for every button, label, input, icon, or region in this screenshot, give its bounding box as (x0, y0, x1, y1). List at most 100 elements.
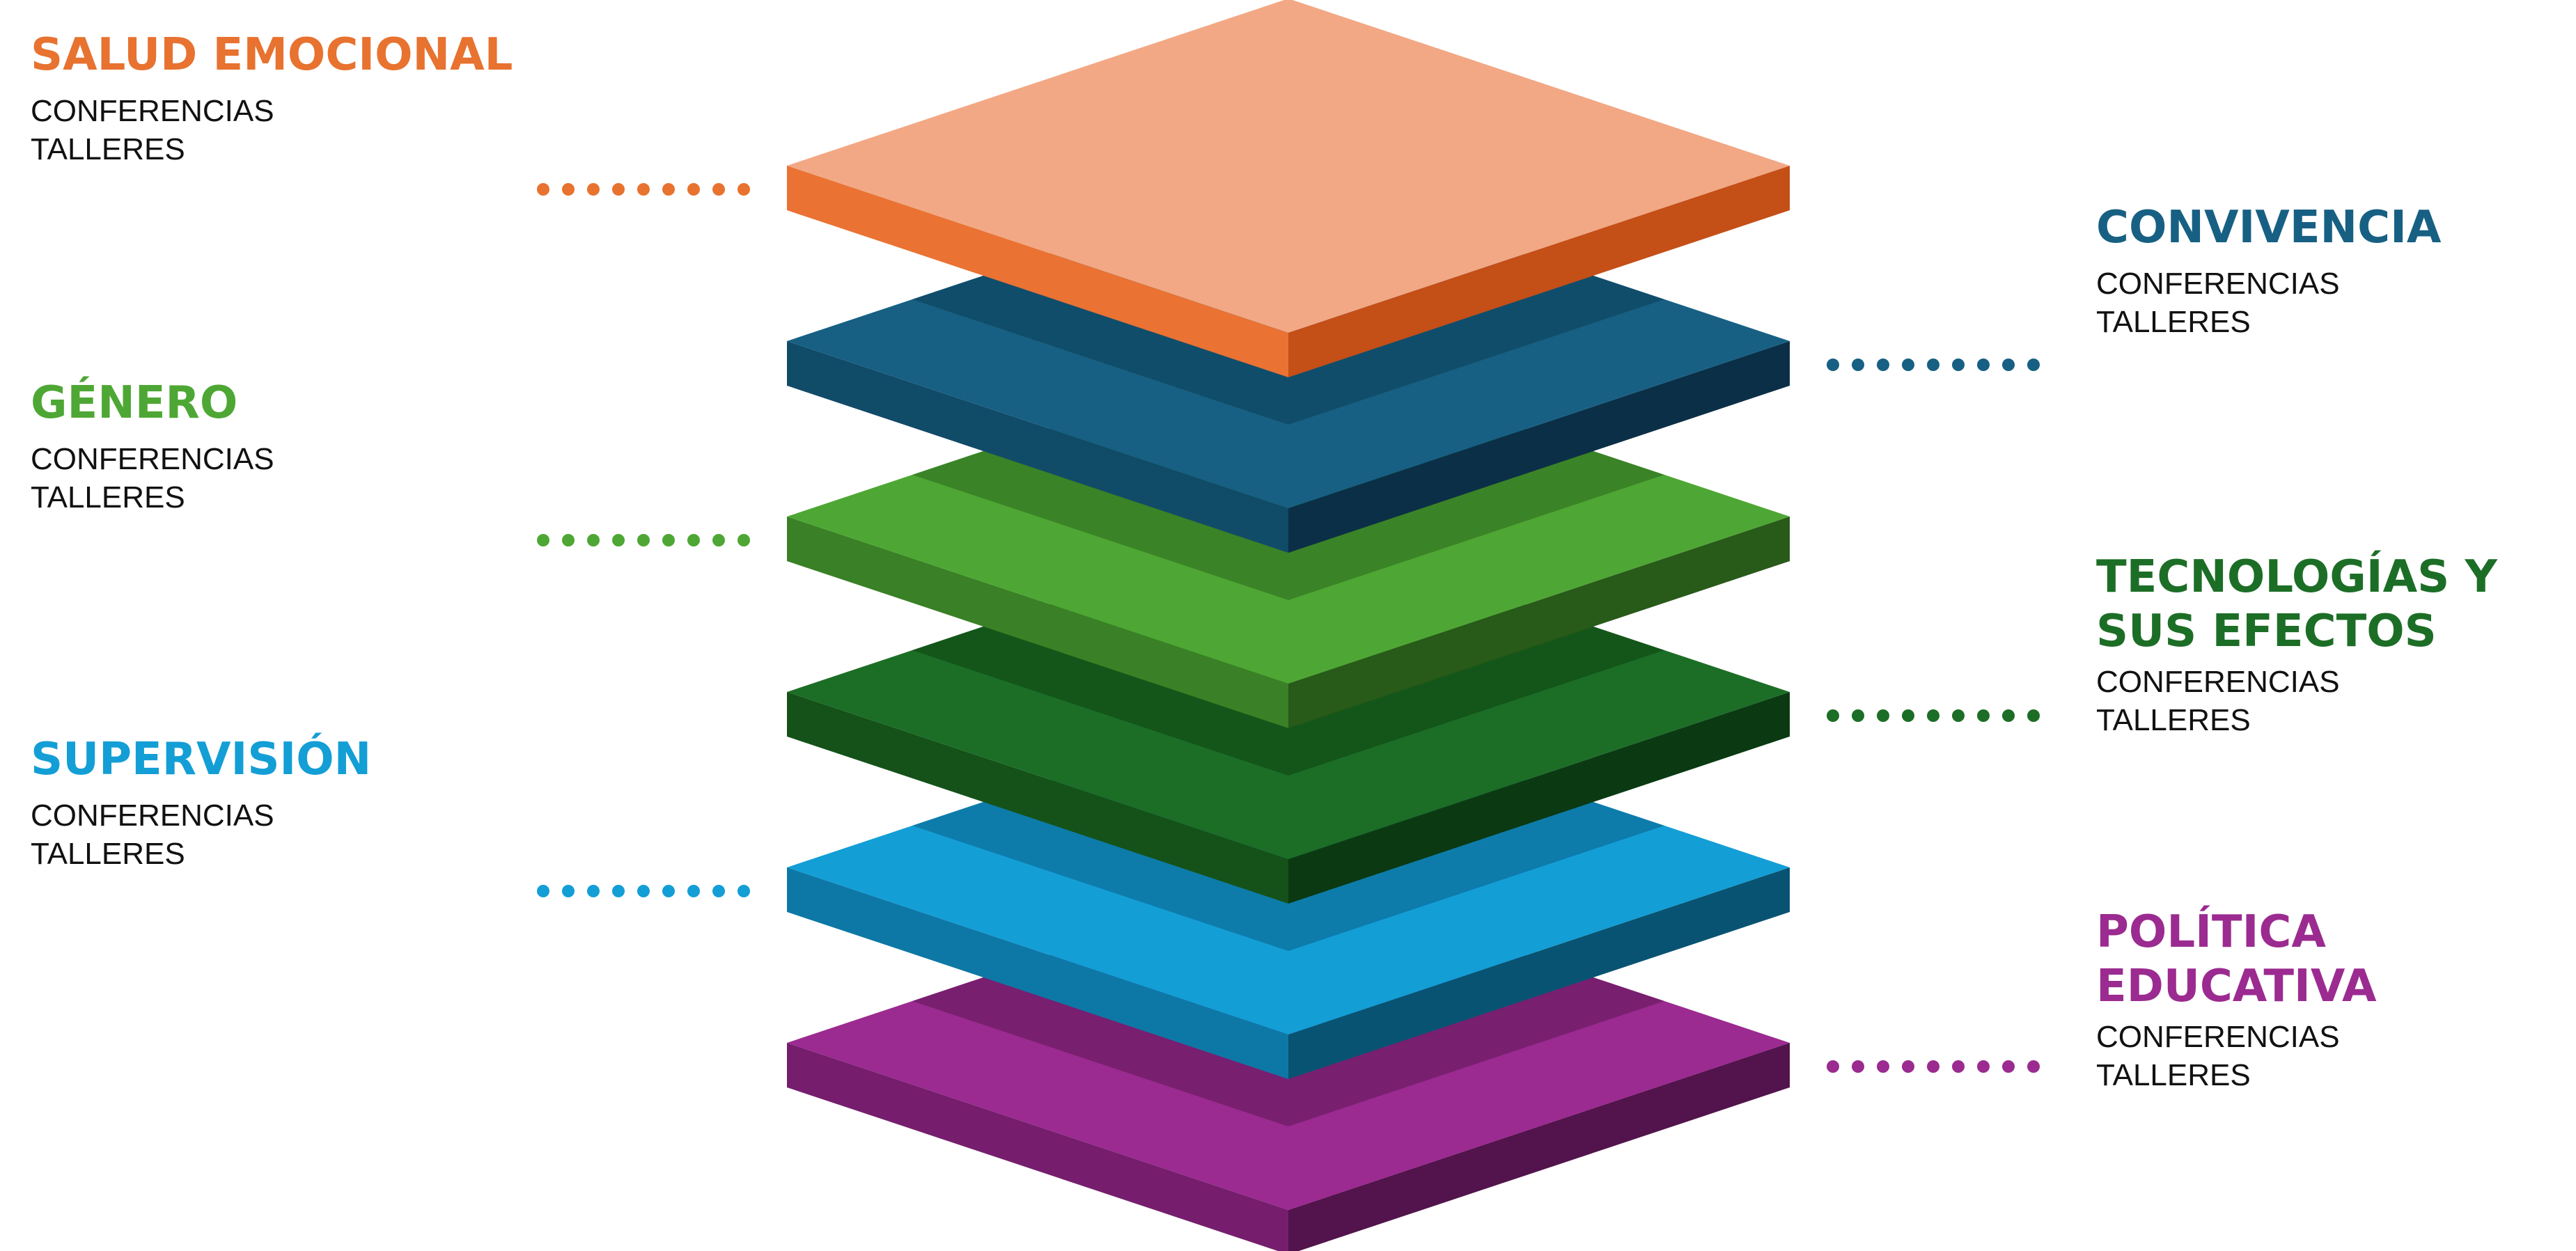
connector-dot (737, 885, 750, 897)
label-salud-emocional-line-2: TALLERES (31, 132, 185, 167)
connector-dot (637, 183, 650, 196)
connector-dot (587, 183, 600, 196)
connector-dot (1827, 1060, 1839, 1073)
layer-salud-left-face (787, 166, 1288, 377)
layer-tecnologias-left-face (787, 692, 1288, 904)
connector-dot (537, 534, 549, 546)
connector-dot (1877, 359, 1889, 371)
connector-dot (562, 534, 575, 546)
label-convivencia-title: CONVIVENCIA (2096, 202, 2442, 253)
connector-dot (1952, 1060, 1965, 1073)
label-tecnologias-title-line-2: SUS EFECTOS (2096, 606, 2437, 658)
connector-dot (2002, 359, 2015, 371)
connector-dot (1977, 1060, 1990, 1073)
connector-dot (1902, 359, 1914, 371)
layer-genero-left-face (787, 517, 1288, 728)
layer-supervision-right-face (1288, 867, 1790, 1079)
connector-dot (687, 534, 700, 546)
label-genero-title: GÉNERO (31, 377, 238, 429)
label-politica-title-line-1: POLÍTICA (2096, 906, 2326, 958)
label-convivencia-line-2: TALLERES (2096, 305, 2251, 340)
layer-politica-left-face (787, 1043, 1288, 1251)
label-tecnologias-line-2: TALLERES (2096, 703, 2251, 738)
label-genero-line-1: CONFERENCIAS (31, 442, 274, 477)
connector-dot (562, 183, 575, 196)
label-supervision-line-1: CONFERENCIAS (31, 798, 274, 833)
layer-convivencia-left-face (787, 341, 1288, 553)
connector-dot (1852, 709, 1864, 722)
connector-dot (712, 534, 725, 546)
connector-dot (712, 183, 725, 196)
connector-dot (612, 885, 625, 897)
label-genero: GÉNERO CONFERENCIAS TALLERES (31, 376, 274, 517)
layer-supervision-left-face (787, 867, 1288, 1079)
connector-politica (1827, 1060, 2040, 1073)
label-convivencia-line-1: CONFERENCIAS (2096, 267, 2340, 301)
connector-dot (612, 534, 625, 546)
connector-dot (587, 885, 600, 897)
connector-supervision (537, 885, 750, 897)
label-politica-educativa-line-1: CONFERENCIAS (2096, 1020, 2340, 1055)
label-tecnologias: TECNOLOGÍAS Y SUS EFECTOS CONFERENCIAS T… (2096, 550, 2497, 739)
connector-dot (637, 534, 650, 546)
connector-dot (637, 885, 650, 897)
connector-dot (537, 885, 549, 897)
connector-dot (2002, 709, 2015, 722)
layer-salud (787, 0, 1790, 377)
label-politica-educativa: POLÍTICA EDUCATIVA CONFERENCIAS TALLERES (2096, 905, 2377, 1094)
connector-tecnologias (1827, 709, 2040, 722)
connector-dot (1852, 1060, 1864, 1073)
label-politica-educativa-title: POLÍTICA EDUCATIVA (2096, 905, 2377, 1014)
connector-salud (537, 183, 750, 196)
connector-dot (737, 534, 750, 546)
connector-dot (1927, 359, 1939, 371)
connector-genero (537, 534, 750, 546)
connector-dot (1827, 359, 1839, 371)
connector-dot (1902, 709, 1914, 722)
label-politica-title-line-2: EDUCATIVA (2096, 961, 2377, 1013)
connector-dot (662, 534, 675, 546)
connector-dot (1977, 709, 1990, 722)
connector-dot (537, 183, 549, 196)
connector-dot (2027, 1060, 2040, 1073)
label-politica-educativa-line-2: TALLERES (2096, 1058, 2251, 1093)
connector-dot (562, 885, 575, 897)
connector-dot (1852, 359, 1864, 371)
connector-convivencia (1827, 359, 2040, 371)
label-tecnologias-line-1: CONFERENCIAS (2096, 665, 2340, 700)
connector-dot (1952, 359, 1965, 371)
connector-dot (2002, 1060, 2015, 1073)
connector-dot (587, 534, 600, 546)
label-convivencia: CONVIVENCIA CONFERENCIAS TALLERES (2096, 200, 2441, 341)
connector-dot (1877, 1060, 1889, 1073)
label-salud-emocional-line-1: CONFERENCIAS (31, 94, 274, 129)
connector-dot (712, 885, 725, 897)
connector-dot (737, 183, 750, 196)
label-supervision-title: SUPERVISIÓN (31, 734, 372, 785)
connector-dot (2027, 359, 2040, 371)
label-genero-line-2: TALLERES (31, 480, 185, 515)
layer-salud-right-face (1288, 166, 1790, 377)
layer-tecnologias-right-face (1288, 692, 1790, 904)
connector-dot (662, 885, 675, 897)
connector-dot (1927, 709, 1939, 722)
connector-dot (1827, 709, 1839, 722)
layer-salud-top-face (787, 0, 1790, 333)
label-salud-emocional-title: SALUD EMOCIONAL (31, 29, 513, 81)
connector-dot (662, 183, 675, 196)
connector-dot (2027, 709, 2040, 722)
layer-convivencia-right-face (1288, 341, 1790, 553)
connector-dot (1927, 1060, 1939, 1073)
connector-dot (1877, 709, 1889, 722)
connector-lines (537, 183, 2040, 1073)
label-supervision: SUPERVISIÓN CONFERENCIAS TALLERES (31, 732, 371, 873)
label-tecnologias-title-line-1: TECNOLOGÍAS Y (2096, 551, 2497, 603)
layer-stack (787, 0, 1790, 1251)
connector-dot (687, 183, 700, 196)
layer-politica-right-face (1288, 1043, 1790, 1251)
layer-genero-right-face (1288, 517, 1790, 728)
connector-dot (1952, 709, 1965, 722)
connector-dot (1977, 359, 1990, 371)
connector-dot (1902, 1060, 1914, 1073)
